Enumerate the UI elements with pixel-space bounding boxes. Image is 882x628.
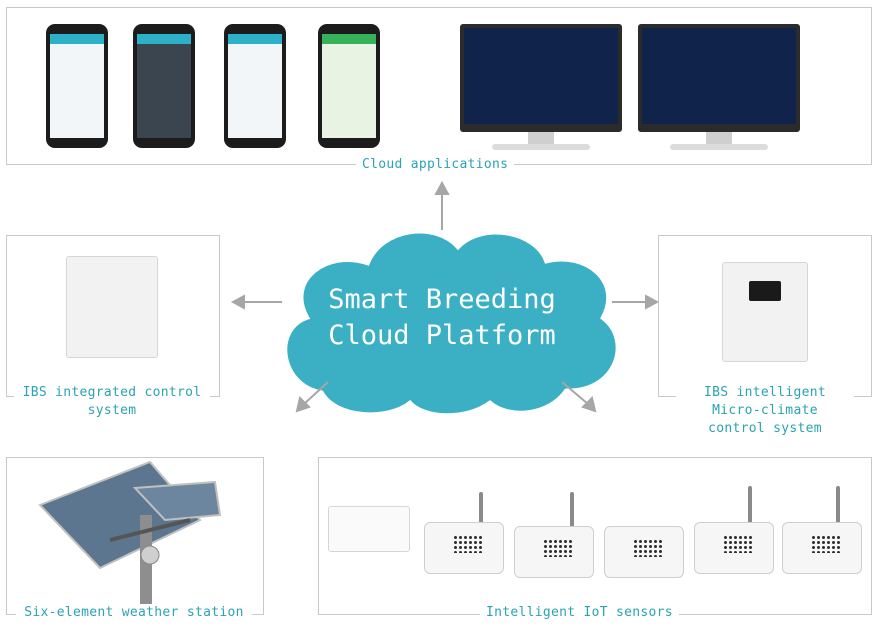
platform-title-line1: Smart Breeding bbox=[328, 284, 556, 315]
platform-title: Smart Breeding Cloud Platform bbox=[300, 282, 584, 354]
phone-app-screenshot bbox=[46, 24, 108, 148]
touch-screen bbox=[749, 281, 781, 301]
caption-line: IBS intelligent bbox=[704, 385, 826, 400]
antenna bbox=[836, 486, 840, 530]
iot-sensor-device bbox=[424, 522, 504, 574]
iot-sensor-device bbox=[694, 522, 774, 574]
phone-app-screenshot bbox=[133, 24, 195, 148]
weather-station-illustration bbox=[38, 460, 222, 615]
phone-app-screenshot bbox=[224, 24, 286, 148]
caption-ibs-micro-climate: IBS intelligent Micro-climate control sy… bbox=[676, 384, 854, 438]
arrows bbox=[230, 180, 660, 413]
antenna bbox=[479, 492, 483, 536]
caption-line: system bbox=[87, 403, 137, 418]
iot-sensors-panel bbox=[318, 457, 872, 615]
antenna bbox=[570, 492, 574, 536]
ibs-micro-climate-cabinet bbox=[722, 262, 808, 362]
caption-iot-sensors: Intelligent IoT sensors bbox=[480, 604, 679, 622]
monitor-dashboard bbox=[460, 24, 622, 150]
caption-line: control system bbox=[708, 421, 822, 436]
caption-cloud-applications: Cloud applications bbox=[356, 156, 515, 174]
caption-line: Micro-climate bbox=[712, 403, 818, 418]
platform-title-line2: Cloud Platform bbox=[328, 320, 556, 351]
iot-sensor-device bbox=[514, 526, 594, 578]
monitor-dashboard bbox=[638, 24, 800, 150]
phone-app-screenshot bbox=[318, 24, 380, 148]
iot-sensor-device bbox=[604, 526, 684, 578]
cloud-shape bbox=[284, 230, 619, 417]
caption-ibs-integrated-control: IBS integrated control system bbox=[14, 384, 210, 420]
wall-sensor bbox=[328, 506, 410, 552]
caption-line: IBS integrated control bbox=[22, 385, 202, 400]
ibs-integrated-control-cabinet bbox=[66, 256, 158, 358]
antenna bbox=[748, 486, 752, 530]
caption-weather-station: Six-element weather station bbox=[16, 604, 252, 622]
iot-sensor-device bbox=[782, 522, 862, 574]
